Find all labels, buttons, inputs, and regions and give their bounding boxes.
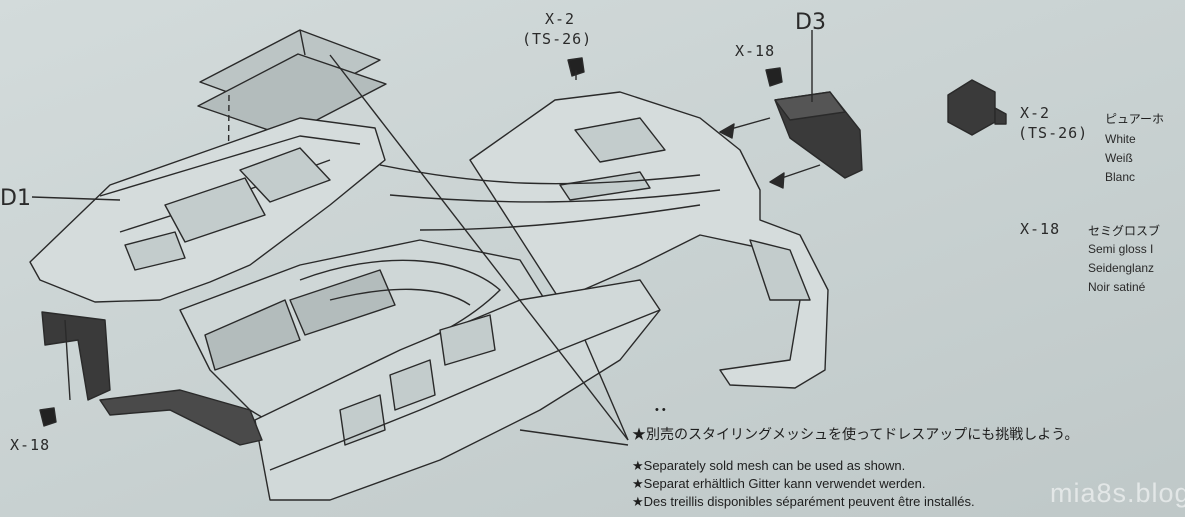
legend-x2-fr: Blanc <box>1105 170 1136 184</box>
car-body-shell <box>29 91 829 501</box>
note-de: ★Separat erhältlich Gitter kann verwende… <box>632 476 926 491</box>
part-d3 <box>719 30 863 189</box>
label-d1: D1 <box>0 186 31 211</box>
paint-marker-x2-top <box>567 57 585 80</box>
legend-x18-de: Seidenglanz <box>1088 261 1155 275</box>
note-en: ★Separately sold mesh can be used as sho… <box>632 458 906 473</box>
label-ts26-top: (TS-26) <box>522 30 593 48</box>
paint-marker-x18-top <box>765 67 783 87</box>
label-x18-left: X-18 <box>10 436 51 454</box>
legend-x18-fr: Noir satiné <box>1088 280 1146 294</box>
legend-paint-bottle <box>947 79 1007 136</box>
legend-x18-en: Semi gloss I <box>1088 242 1154 256</box>
label-d3: D3 <box>795 10 826 35</box>
rear-wing-part <box>41 311 263 446</box>
label-x2-top: X-2 <box>545 10 576 28</box>
note-jp: ★別売のスタイリングメッシュを使ってドレスアップにも挑戦しよう。 <box>632 426 1079 442</box>
note-fr: ★Des treillis disponibles séparément peu… <box>632 494 975 509</box>
legend-ts26: (TS-26) <box>1018 124 1089 142</box>
legend-x18-jp: セミグロスブ <box>1088 224 1161 238</box>
legend-x2-de: Weiß <box>1105 151 1133 165</box>
legend-x2-jp: ピュアーホ <box>1105 112 1165 126</box>
legend-x2-code: X-2 <box>1020 104 1051 122</box>
label-x18-top: X-18 <box>735 42 776 60</box>
paint-marker-x18-left <box>39 407 57 427</box>
note-dots: • • <box>655 404 666 416</box>
legend-x2-en: White <box>1105 132 1136 146</box>
watermark: mia8s.blog <box>1050 478 1185 508</box>
legend-x18-code: X-18 <box>1020 220 1061 238</box>
